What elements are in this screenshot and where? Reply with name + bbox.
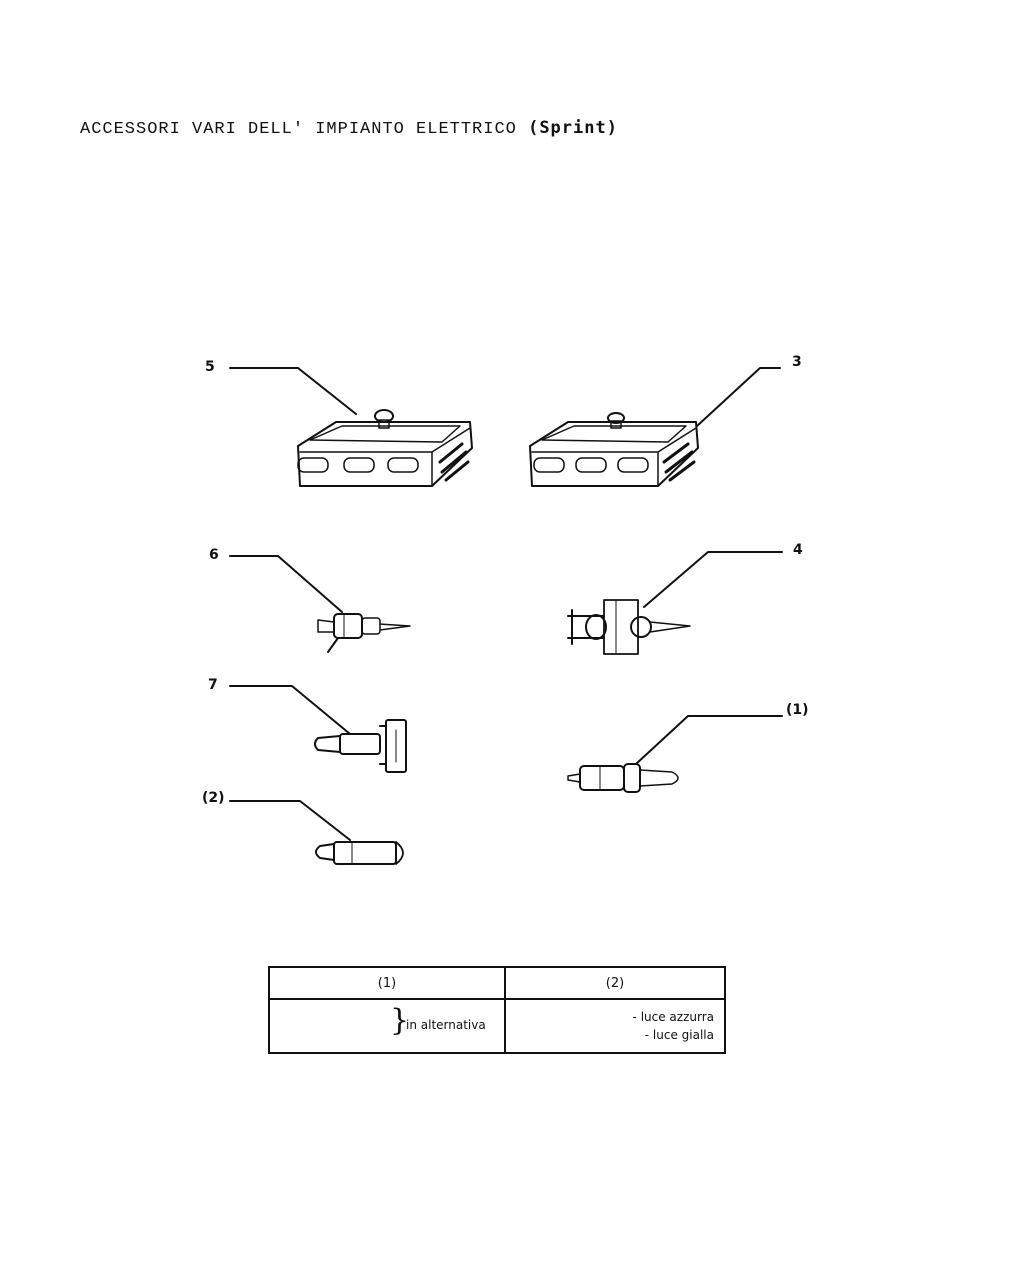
title-sub: (Sprint): [528, 118, 618, 138]
alternative-label: in alternativa: [406, 1018, 486, 1032]
callout-5: 5: [205, 359, 215, 375]
legend-header-1: (1): [268, 966, 506, 1000]
callout-7: 7: [208, 677, 218, 693]
leader-5: [229, 367, 357, 415]
lamp-holder-2: [315, 841, 404, 865]
legend-body-row: } in alternativa - luce azzurra - luce g…: [268, 998, 726, 1054]
legend-table: (1) (2) } in alternativa - luce azzurra …: [268, 966, 726, 1054]
lamp-holder-7: [314, 719, 407, 773]
legend-header-2: (2): [504, 966, 726, 1000]
leader-4: [643, 551, 783, 608]
callout-3: 3: [792, 354, 802, 370]
lamp-holder-1: [567, 763, 679, 793]
callout-1: (1): [786, 702, 809, 718]
legend-cell-1: } in alternativa: [268, 998, 506, 1054]
leader-2: [229, 800, 351, 841]
brace-glyph: }: [390, 1003, 410, 1038]
title-main: ACCESSORI VARI DELL' IMPIANTO ELETTRICO: [80, 120, 517, 139]
switch-6: [317, 613, 411, 653]
switch-4: [567, 599, 691, 655]
legend-cell-2: - luce azzurra - luce gialla: [504, 998, 726, 1054]
legend-header-row: (1) (2): [268, 966, 726, 1000]
yellow-light-option: - luce gialla: [644, 1028, 714, 1042]
callout-6: 6: [209, 547, 219, 563]
callout-4: 4: [793, 542, 803, 558]
callout-2: (2): [202, 790, 225, 806]
leader-7: [229, 685, 351, 735]
light-blue-option: - luce azzurra: [632, 1010, 714, 1024]
leader-3: [696, 367, 781, 427]
page-title: ACCESSORI VARI DELL' IMPIANTO ELETTRICO …: [80, 118, 618, 139]
fuse-box-5: [297, 409, 473, 487]
leader-6: [229, 555, 343, 613]
fuse-box-3: [529, 412, 699, 487]
leader-1: [635, 715, 783, 765]
